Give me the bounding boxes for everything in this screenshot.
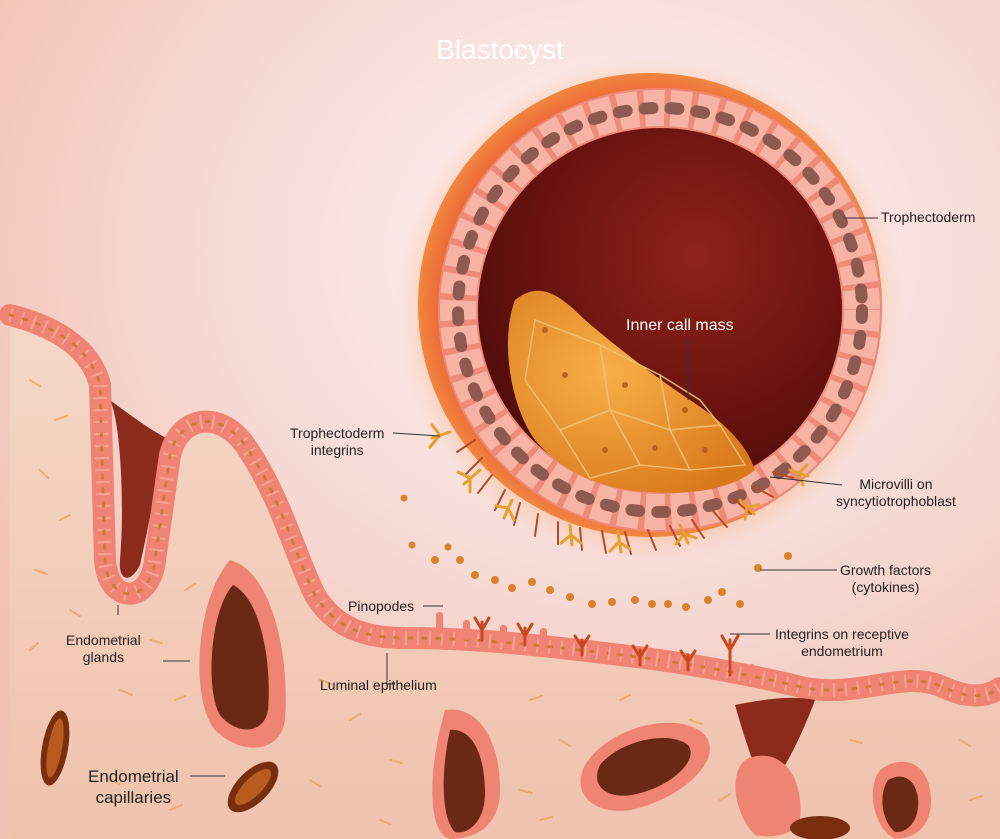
label-integrins-receptive-line1: Integrins on receptive [775,626,909,643]
label-pinopodes: Pinopodes [348,598,414,615]
label-inner-cell-mass: Inner call mass [626,317,734,334]
label-microvilli: Microvilli on syncytiotrophoblast [836,476,956,510]
label-trophectoderm-integrins: Trophectoderm integrins [290,425,384,459]
label-microvilli-line1: Microvilli on [836,476,956,493]
label-integrins-receptive: Integrins on receptive endometrium [775,626,909,660]
label-trophectoderm-integrins-line1: Trophectoderm [290,425,384,442]
label-endometrial-capillaries: Endometrial capillaries [88,766,179,808]
label-trophectoderm: Trophectoderm [881,209,975,226]
label-endometrial-capillaries-line1: Endometrial [88,766,179,787]
label-endometrial-glands-line2: glands [66,649,141,666]
label-integrins-receptive-line2: endometrium [775,643,909,660]
label-microvilli-line2: syncytiotrophoblast [836,493,956,510]
diagram-title: Blastocyst [0,34,1000,66]
label-growth-factors-line2: (cytokines) [840,579,931,596]
label-growth-factors: Growth factors (cytokines) [840,562,931,596]
label-trophectoderm-integrins-line2: integrins [290,442,384,459]
label-endometrial-glands: Endometrial glands [66,632,141,666]
label-endometrial-capillaries-line2: capillaries [88,787,179,808]
label-luminal-epithelium: Luminal epithelium [320,677,437,694]
label-growth-factors-line1: Growth factors [840,562,931,579]
label-endometrial-glands-line1: Endometrial [66,632,141,649]
